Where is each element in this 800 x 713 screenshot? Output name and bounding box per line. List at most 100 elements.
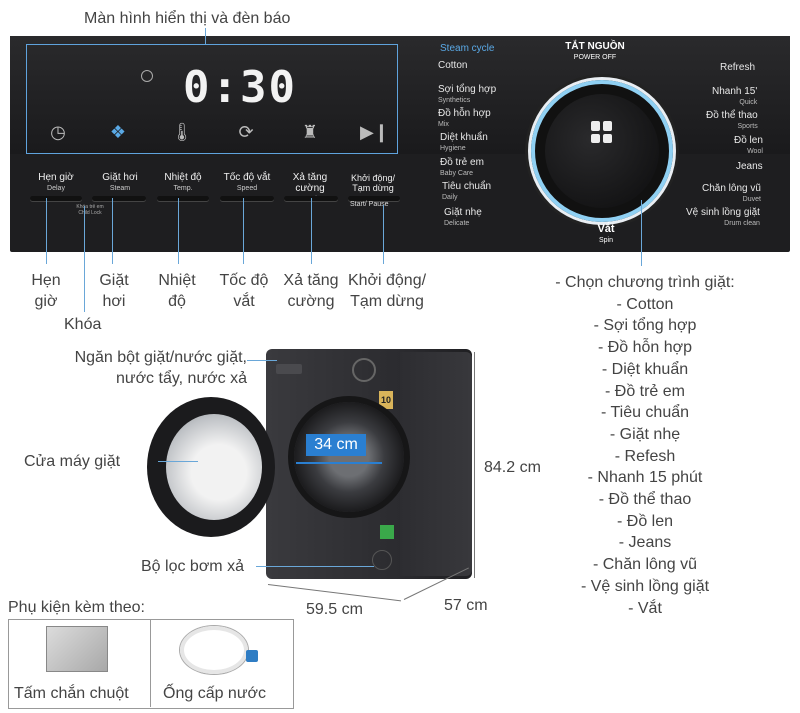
spin-label[interactable]: Vắt Spin — [588, 224, 624, 246]
list-item: - Chăn lông vũ — [592, 556, 698, 574]
callout-door: Cửa máy giặt — [24, 453, 121, 470]
warranty-badge: 10 — [379, 391, 393, 409]
program-jeans[interactable]: Jeans — [736, 161, 763, 172]
list-item: - Vắt — [628, 599, 662, 617]
program-sub: Hygiene — [440, 145, 466, 152]
steam-button-bar[interactable] — [92, 196, 146, 201]
callout-line — [311, 198, 312, 264]
start-pause-sub: Start/ Pause — [350, 201, 389, 208]
time-display: 0:30 — [183, 62, 297, 113]
start-pause-button-bar[interactable] — [348, 196, 400, 201]
temp-button-sub: Temp. — [173, 185, 193, 192]
list-item: - Cotton — [616, 295, 674, 313]
clock-icon: ◷ — [50, 122, 66, 142]
speed-button-sub: Speed — [236, 185, 258, 192]
program-sub: Sports — [737, 123, 758, 130]
callout-line — [158, 461, 198, 462]
depth-dimension: 57 cm — [444, 597, 488, 614]
program-label: Cotton — [438, 60, 468, 71]
callout-line — [112, 198, 113, 264]
program-quick[interactable]: Nhanh 15'Quick — [712, 86, 757, 108]
width-dimension: 59.5 cm — [306, 601, 363, 618]
delay-button-label: Hẹn giờ — [38, 172, 74, 183]
list-item: - Refesh — [614, 447, 676, 465]
start-pause-button-label: Khởi động/ Tạm dừng — [351, 173, 395, 193]
callout-line — [84, 206, 85, 312]
program-sub: Wool — [747, 148, 763, 155]
program-list-title: - Chọn chương trình giặt: — [555, 274, 735, 291]
child-lock-text: Khóa trẻ em — [76, 204, 104, 210]
extra-rinse-button[interactable]: Xả tăng cường Extra Rinse — [280, 172, 340, 203]
energy-label — [380, 525, 394, 539]
delay-button[interactable]: Hẹn giờ Delay — [28, 172, 84, 196]
spin-text: Vắt — [597, 223, 615, 235]
program-refresh[interactable]: Refresh — [720, 62, 755, 73]
program-label: Diệt khuẩn — [440, 132, 488, 143]
temp-button-label: Nhiệt độ — [164, 172, 202, 183]
program-label: Tiêu chuẩn — [442, 181, 492, 192]
program-label: Đồ hỗn hợp — [438, 108, 491, 119]
program-sub: Quick — [739, 99, 758, 106]
program-label: Đồ len — [734, 135, 763, 146]
program-label: Chăn lông vũ — [702, 183, 761, 194]
speed-button[interactable]: Tốc độ vắt Speed — [218, 172, 276, 196]
speed-button-label: Tốc độ vắt — [223, 172, 271, 183]
list-item: - Vệ sinh lồng giặt — [580, 577, 710, 595]
temp-button[interactable]: Nhiệt độ Temp. — [156, 172, 210, 196]
shirt-icon: ❖ — [109, 122, 127, 142]
callout-line — [383, 205, 384, 264]
spin-sub: Spin — [598, 237, 613, 244]
delay-button-sub: Delay — [47, 185, 65, 192]
hose-connector — [246, 650, 258, 662]
height-dimension: 84.2 cm — [484, 459, 541, 476]
program-cotton[interactable]: Cotton — [438, 60, 467, 71]
program-baby-care[interactable]: Đồ trẻ em Baby Care — [440, 157, 484, 179]
accessory-water-hose: Ống cấp nước — [163, 685, 267, 702]
door-glass — [166, 414, 262, 520]
callout-line — [641, 200, 642, 266]
program-sub: Delicate — [444, 220, 470, 227]
list-item: - Đồ trẻ em — [604, 382, 685, 400]
power-off-label[interactable]: TẮT NGUỒN POWER OFF — [558, 41, 632, 63]
list-item: - Jeans — [618, 534, 672, 552]
temp-button-bar[interactable] — [157, 196, 209, 201]
callout-extra-rinse: Xả tăng cường — [283, 272, 339, 310]
delay-button-bar[interactable] — [30, 196, 82, 201]
steam-button-sub: Steam — [109, 185, 131, 192]
program-list: - Chọn chương trình giặt: - Cotton - Sợi… — [540, 272, 750, 619]
program-sub: Synthetics — [438, 97, 471, 104]
callout-speed: Tốc độ vắt — [219, 272, 269, 310]
callout-steam: Giặt hơi — [99, 272, 129, 310]
callout-line — [46, 198, 47, 264]
program-label: Jeans — [736, 161, 763, 172]
knob-center[interactable] — [545, 94, 659, 208]
list-item: - Đồ len — [616, 512, 674, 530]
program-label: Đồ trẻ em — [440, 157, 484, 168]
list-item: - Sợi tổng hợp — [593, 317, 697, 335]
speed-button-bar[interactable] — [220, 196, 274, 201]
drain-filter — [372, 550, 392, 570]
list-item: - Đồ hỗn hợp — [597, 339, 693, 357]
program-sub: Baby Care — [440, 170, 474, 177]
program-label: Sợi tổng hợp — [438, 84, 497, 95]
temperature-icon: 🌡 — [170, 122, 194, 142]
accessories-divider — [150, 619, 151, 707]
door-dimension: 34 cm — [306, 434, 366, 456]
door-dimension-line — [296, 462, 382, 464]
accessories-title: Phụ kiện kèm theo: — [8, 599, 145, 616]
start-pause-button[interactable]: Khởi động/ Tạm dừng — [344, 173, 402, 197]
detergent-drawer — [276, 364, 302, 374]
steam-button[interactable]: Giặt hơi Steam — [90, 172, 150, 196]
accessories-box — [8, 619, 294, 709]
display-title: Màn hình hiển thị và đèn báo — [84, 10, 291, 27]
washer-drum — [294, 402, 404, 512]
